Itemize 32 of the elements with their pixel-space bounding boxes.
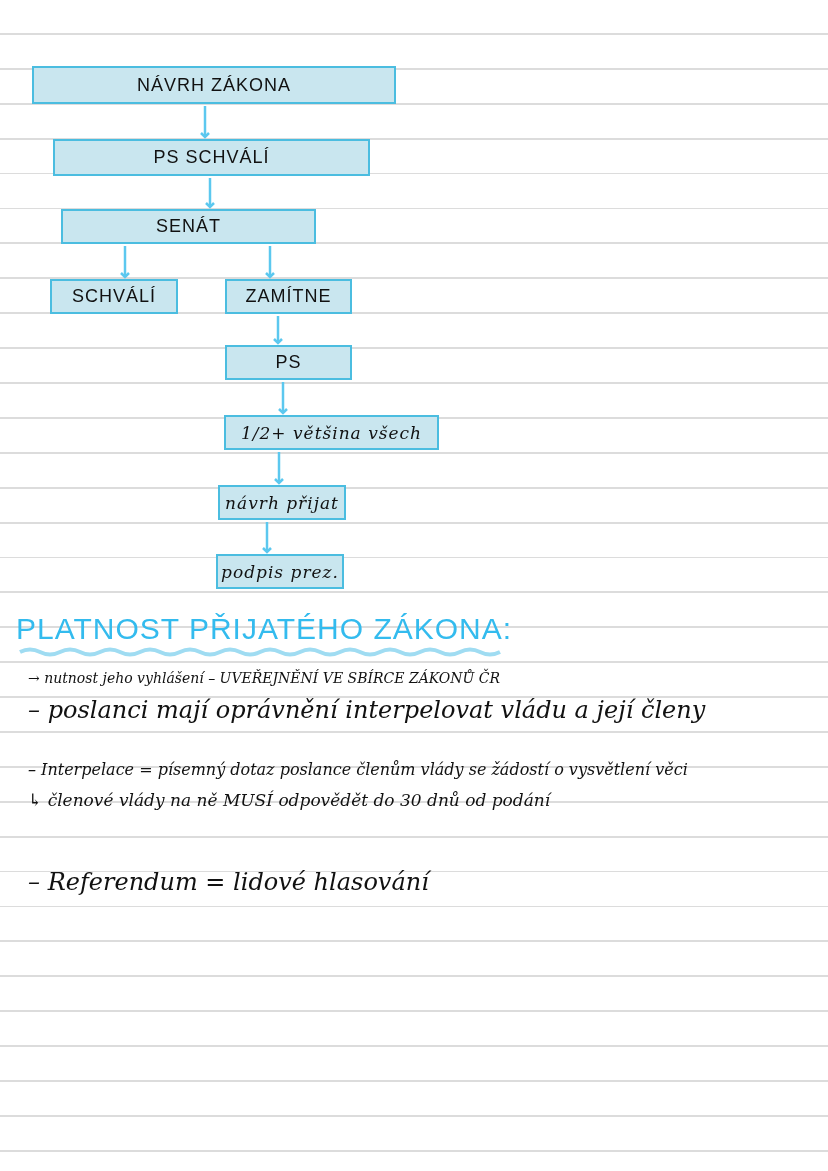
box-label: ZAMÍTNE [245,286,332,307]
process-box [53,139,370,176]
process-box [32,66,396,104]
process-box [225,279,352,314]
box-label: SCHVÁLÍ [72,286,156,307]
note-text: ↳ členové vlády na ně MUSÍ odpovědět do 30 dnů od podání [28,790,551,810]
arrow [204,178,216,209]
arrow [119,246,131,279]
box-label: PS [275,352,302,373]
process-box [50,279,178,314]
box-label: PS SCHVÁLÍ [153,147,270,168]
process-box [225,345,352,380]
section-heading: PLATNOST PŘIJATÉHO ZÁKONA: [16,612,513,646]
process-box [218,485,346,520]
arrow [277,382,289,415]
box-label: NÁVRH ZÁKONA [137,74,291,96]
box-label: SENÁT [156,216,221,237]
note-text: – poslanci mají oprávnění interpelovat vládu a její členy [28,696,706,724]
note-text: – Interpelace = písemný dotaz poslance členům vlády se žádostí o vysvětlení věci [28,760,688,779]
box-label: podpis prez. [221,561,339,582]
box-label: 1/2+ většina všech [241,422,422,443]
arrow [264,246,276,279]
process-box [224,415,439,450]
arrow [261,522,273,554]
arrow [273,452,285,485]
note-text: – Referendum = lidové hlasování [28,868,429,896]
process-box [61,209,316,244]
note-text: → nutnost jeho vyhlášení – UVEŘEJNĚNÍ VE SBÍRCE ZÁKONŮ ČR [28,670,501,686]
box-label: návrh přijat [225,492,339,513]
arrow [199,106,211,139]
arrow [272,316,284,345]
process-box [216,554,344,589]
